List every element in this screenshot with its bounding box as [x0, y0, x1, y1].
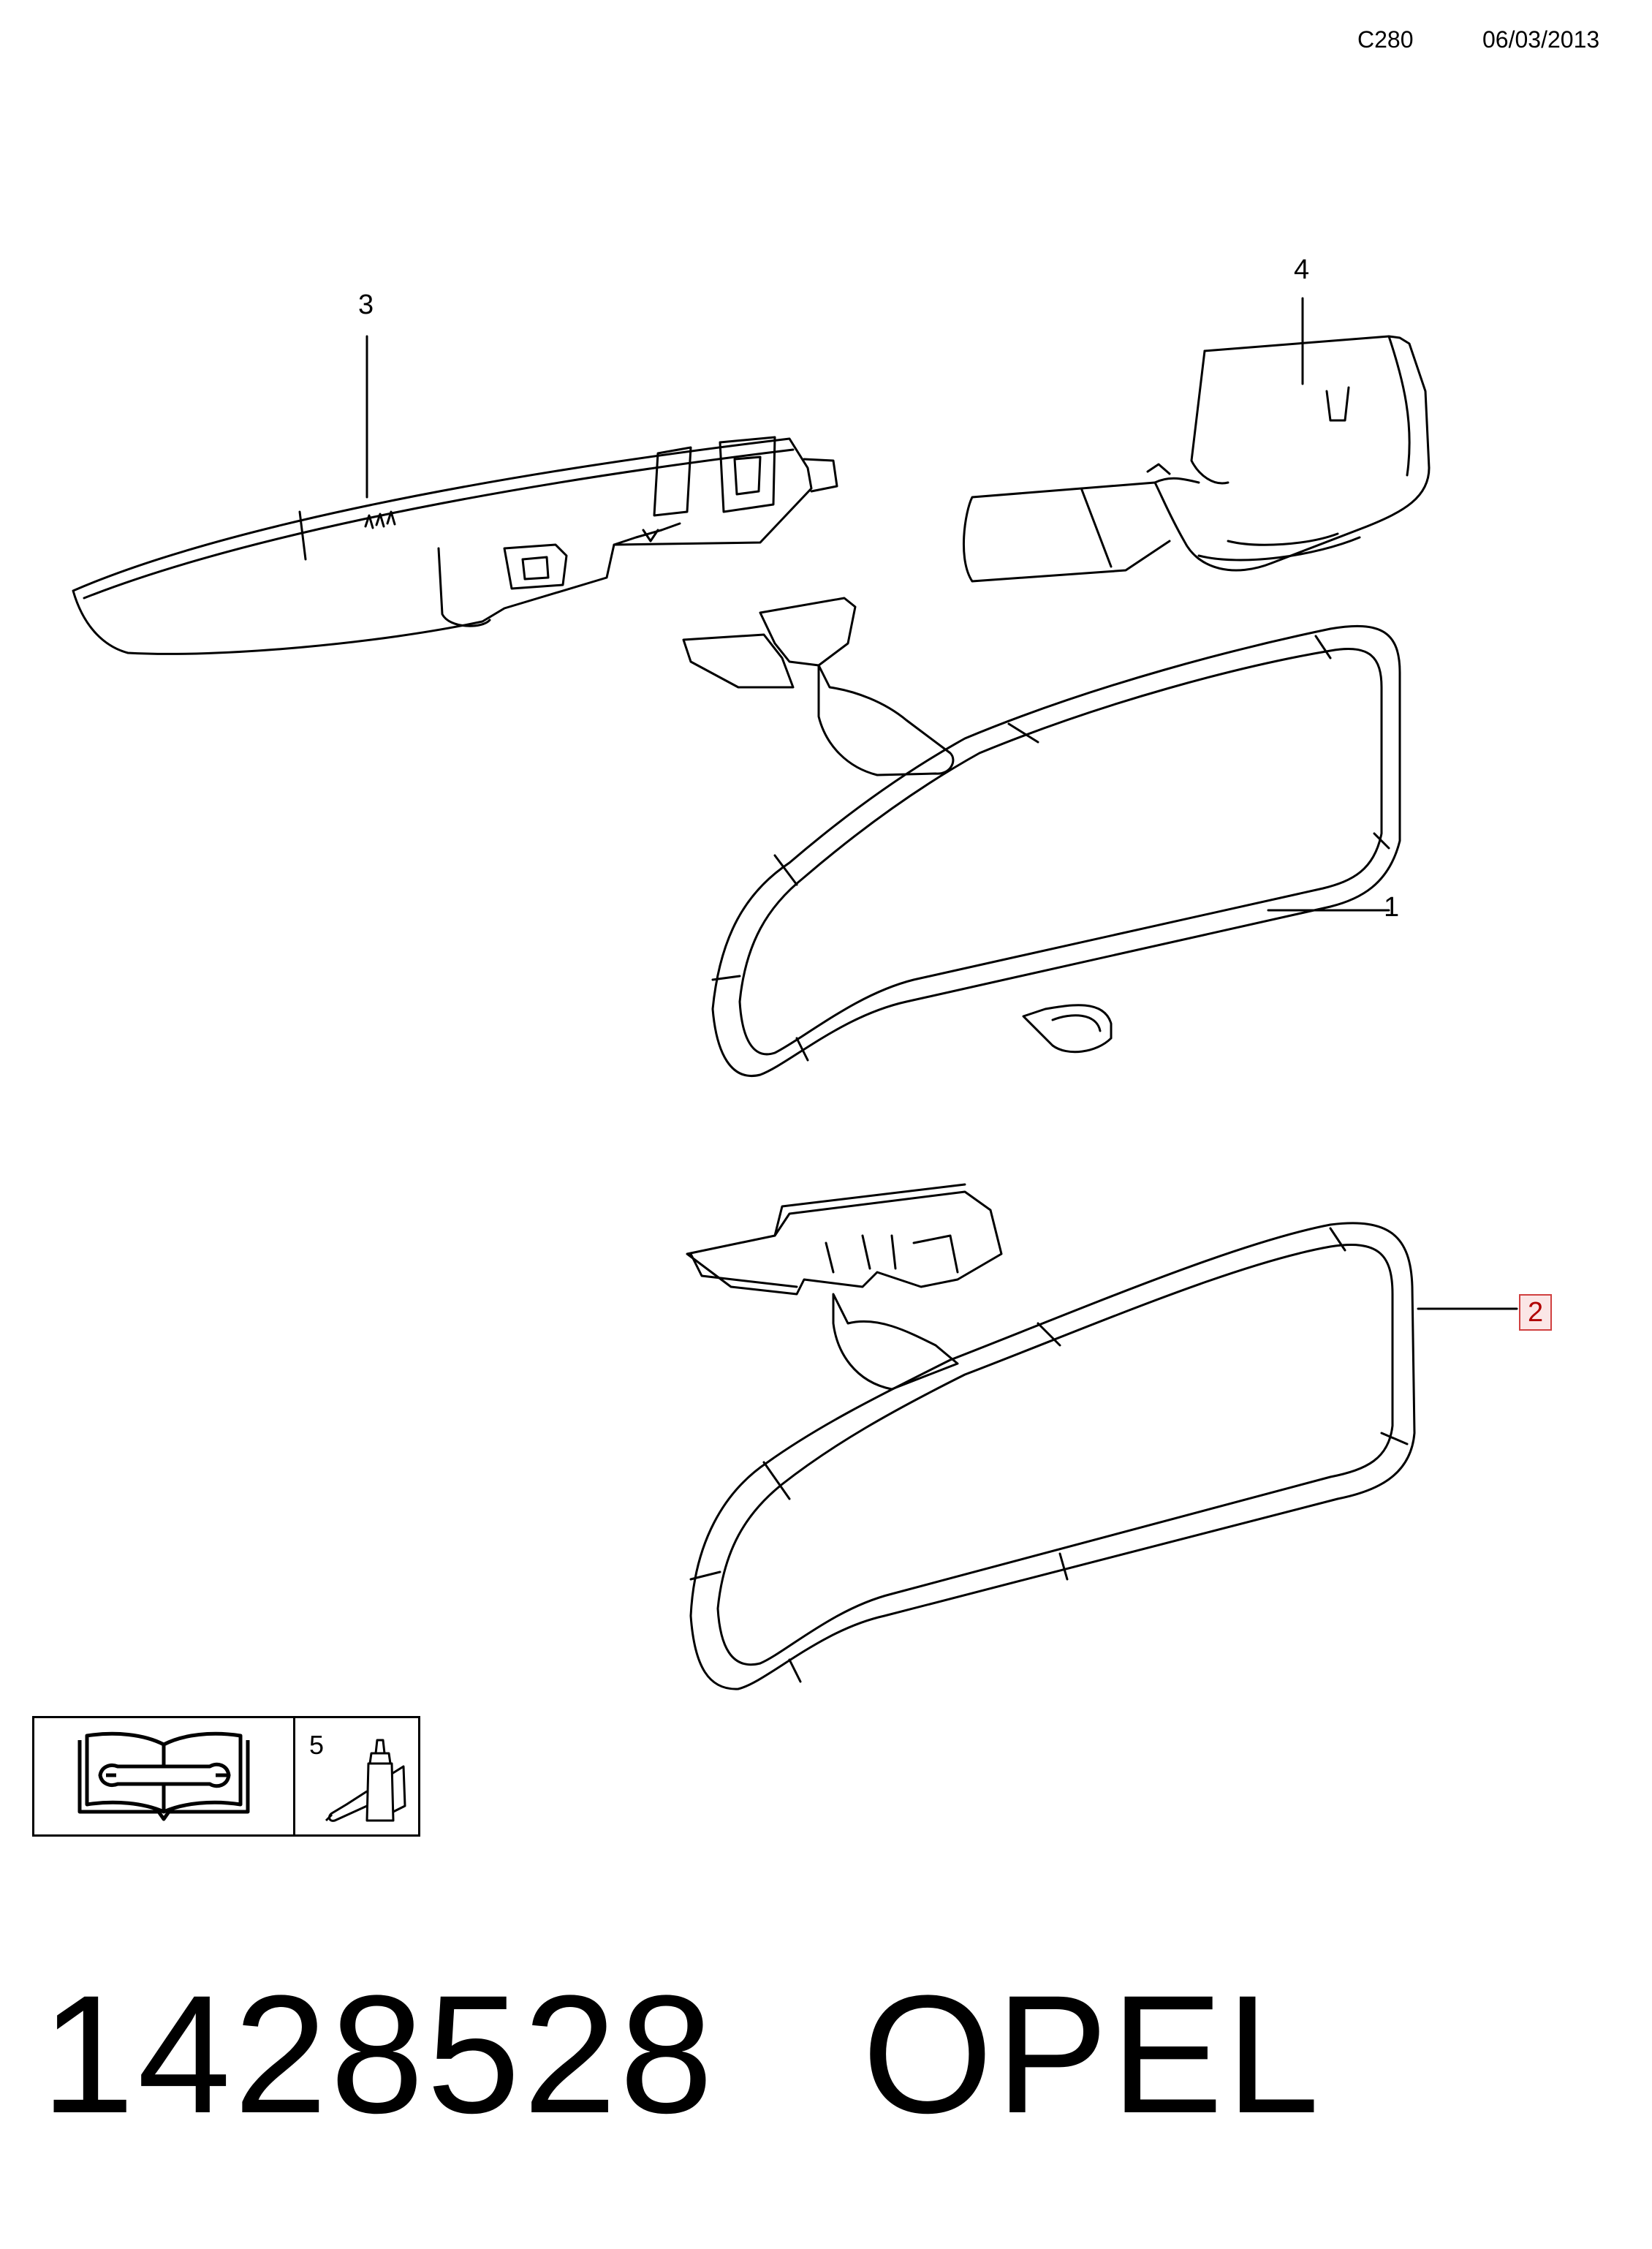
rear-view-mirror-part-2 [686, 1183, 1518, 1690]
upper-cover-part-3 [72, 436, 838, 655]
brand-name: OPEL [862, 1960, 1323, 2148]
diagram-code: C280 [1357, 26, 1414, 53]
upper-cover-part-4 [962, 335, 1431, 583]
legend-box: 5 [32, 1716, 420, 1837]
callout-2-highlighted[interactable]: 2 [1519, 1294, 1553, 1331]
callout-3: 3 [358, 290, 374, 320]
repair-manual-icon [77, 1731, 250, 1821]
adhesive-bottle-icon [325, 1739, 406, 1822]
callout-4: 4 [1294, 254, 1310, 285]
parts-diagram [72, 297, 1518, 1690]
rear-view-mirror-part-1 [682, 597, 1401, 1077]
part-number: 1428528 [41, 1960, 716, 2148]
callout-1: 1 [1384, 892, 1400, 923]
legend-divider [293, 1718, 295, 1834]
legend-item-5: 5 [309, 1730, 325, 1760]
diagram-date: 06/03/2013 [1482, 26, 1600, 53]
